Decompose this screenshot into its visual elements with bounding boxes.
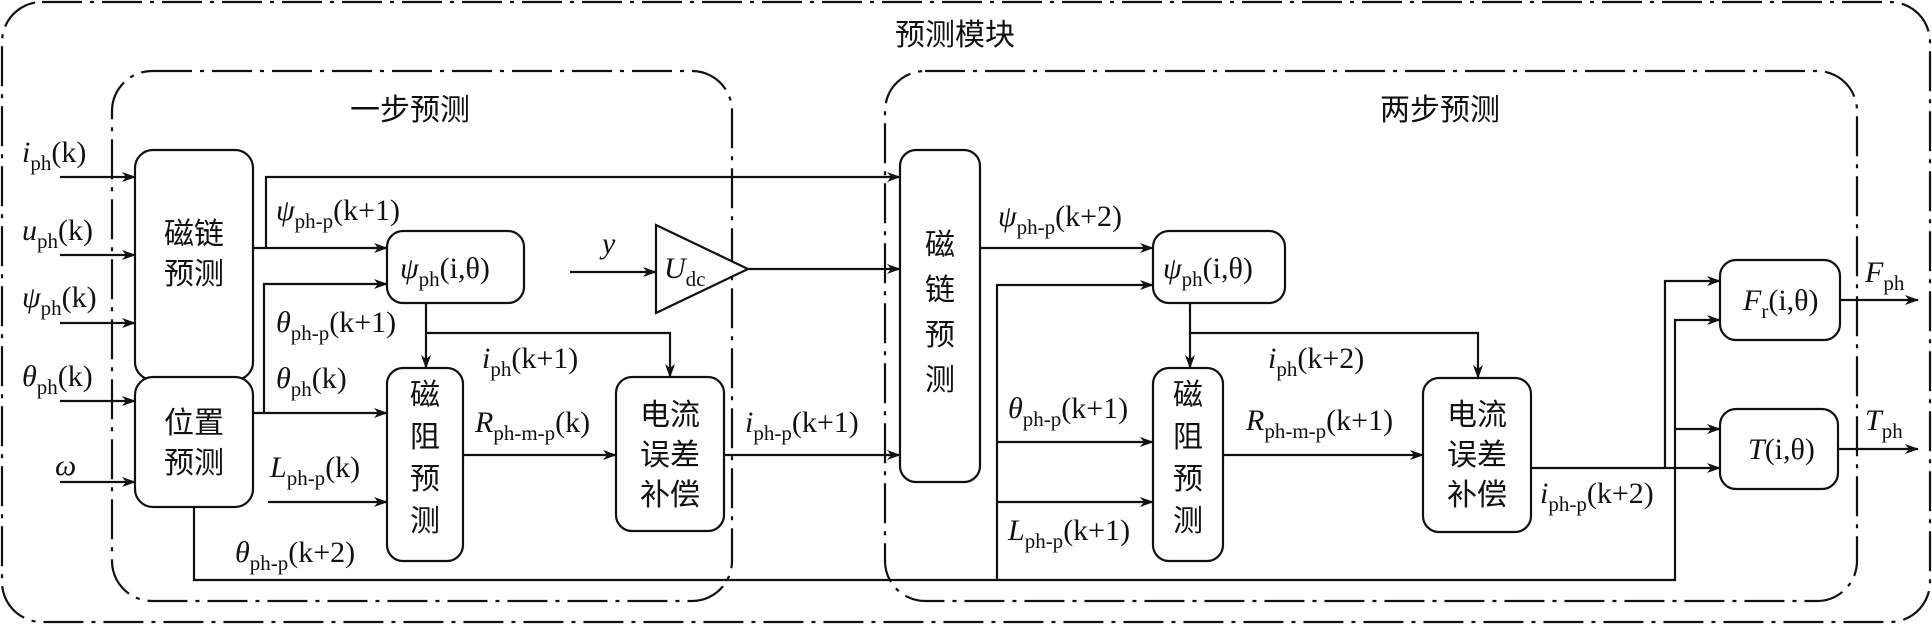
- flux-pred-2-label-3: 测: [925, 363, 955, 398]
- reluctance-pred-1-label-1: 阻: [410, 420, 440, 455]
- theta-k-label: θph(k): [276, 362, 347, 401]
- flux-pred-2-label-2: 预: [925, 318, 955, 353]
- reluctance-pred-2-label-2: 预: [1173, 462, 1203, 497]
- i-k2-label: iph(k+2): [1268, 342, 1364, 381]
- flux-pred-2-label-1: 链: [925, 273, 955, 308]
- L-k-label: Lph-p(k): [269, 451, 360, 490]
- force-output-label: Fph: [1864, 256, 1905, 295]
- flux-pred-2-label-0: 磁: [925, 228, 955, 263]
- flux-map-2-label: ψph(i,θ): [1163, 252, 1253, 291]
- input-label-3: θph(k): [22, 360, 93, 399]
- torque-output-label: Tph: [1865, 404, 1903, 443]
- ip-k2-label: iph-p(k+2): [1540, 477, 1654, 516]
- reluctance-pred-1-label-2: 预: [410, 462, 440, 497]
- signal-labels: ψph(i,θ)磁阻预测电流误差补偿ψph-p(k+1)θph-p(k+1)θp…: [235, 194, 1905, 575]
- theta-k2-label: θph-p(k+2): [235, 536, 355, 575]
- flux-prediction-block-2: [898, 148, 982, 484]
- flux-map-1-label: ψph(i,θ): [400, 252, 490, 291]
- current-comp-1-label-2: 补偿: [640, 478, 700, 513]
- psi-k2-label: ψph-p(k+2): [998, 200, 1122, 239]
- theta-k1-2-label: θph-p(k+1): [1008, 392, 1128, 431]
- two-step-frame: [883, 69, 1859, 603]
- psi-k1-label: ψph-p(k+1): [276, 194, 400, 233]
- flux-prediction-label-1b: 预测: [164, 257, 224, 292]
- flux-map-block-2: [1151, 229, 1287, 305]
- current-comp-2-label-2: 补偿: [1447, 478, 1507, 513]
- reluctance-pred-2-label-0: 磁: [1173, 378, 1203, 413]
- connection-wires: [60, 172, 1919, 582]
- flux-prediction-label-1a: 磁链: [164, 217, 224, 252]
- R-k-label: Rph-m-p(k): [474, 406, 590, 445]
- reluctance-pred-2-label-3: 测: [1173, 504, 1203, 539]
- position-prediction-label-b: 预测: [164, 446, 224, 481]
- input-label-0: iph(k): [22, 136, 86, 175]
- position-prediction-block: [133, 375, 255, 509]
- force-map-label: Fr(i,θ): [1742, 284, 1819, 323]
- input-label-4: ω: [55, 449, 76, 482]
- reluctance-pred-1-label-0: 磁: [410, 378, 440, 413]
- amplifier-input-label: y: [599, 227, 616, 260]
- input-label-2: ψph(k): [22, 281, 97, 320]
- R-k1-label: Rph-m-p(k+1): [1245, 404, 1393, 443]
- one-step-frame: [110, 69, 734, 603]
- input-label-1: uph(k): [22, 214, 93, 253]
- udc-label: Udc: [664, 252, 706, 291]
- current-comp-1-label-1: 误差: [640, 438, 700, 473]
- current-comp-2-label-0: 电流: [1447, 398, 1507, 433]
- L-k1-label: Lph-p(k+1): [1007, 514, 1130, 553]
- input-signals: iph(k) uph(k) ψph(k) θph(k) ω: [22, 136, 97, 482]
- reluctance-pred-1-label-3: 测: [410, 504, 440, 539]
- torque-map-label: T(i,θ): [1748, 433, 1815, 466]
- one-step-title: 一步预测: [350, 93, 470, 128]
- current-comp-1-label-0: 电流: [640, 398, 700, 433]
- reluctance-pred-2-label-1: 阻: [1173, 420, 1203, 455]
- flux-map-block-1: [385, 229, 526, 305]
- theta-k1-label: θph-p(k+1): [276, 306, 396, 345]
- current-comp-2-label-1: 误差: [1447, 438, 1507, 473]
- two-step-title: 两步预测: [1380, 93, 1500, 128]
- position-prediction-label-a: 位置: [164, 406, 224, 441]
- module-title: 预测模块: [895, 18, 1015, 53]
- i-k1-label: iph(k+1): [482, 342, 578, 381]
- ip-k1-label: iph-p(k+1): [745, 406, 859, 445]
